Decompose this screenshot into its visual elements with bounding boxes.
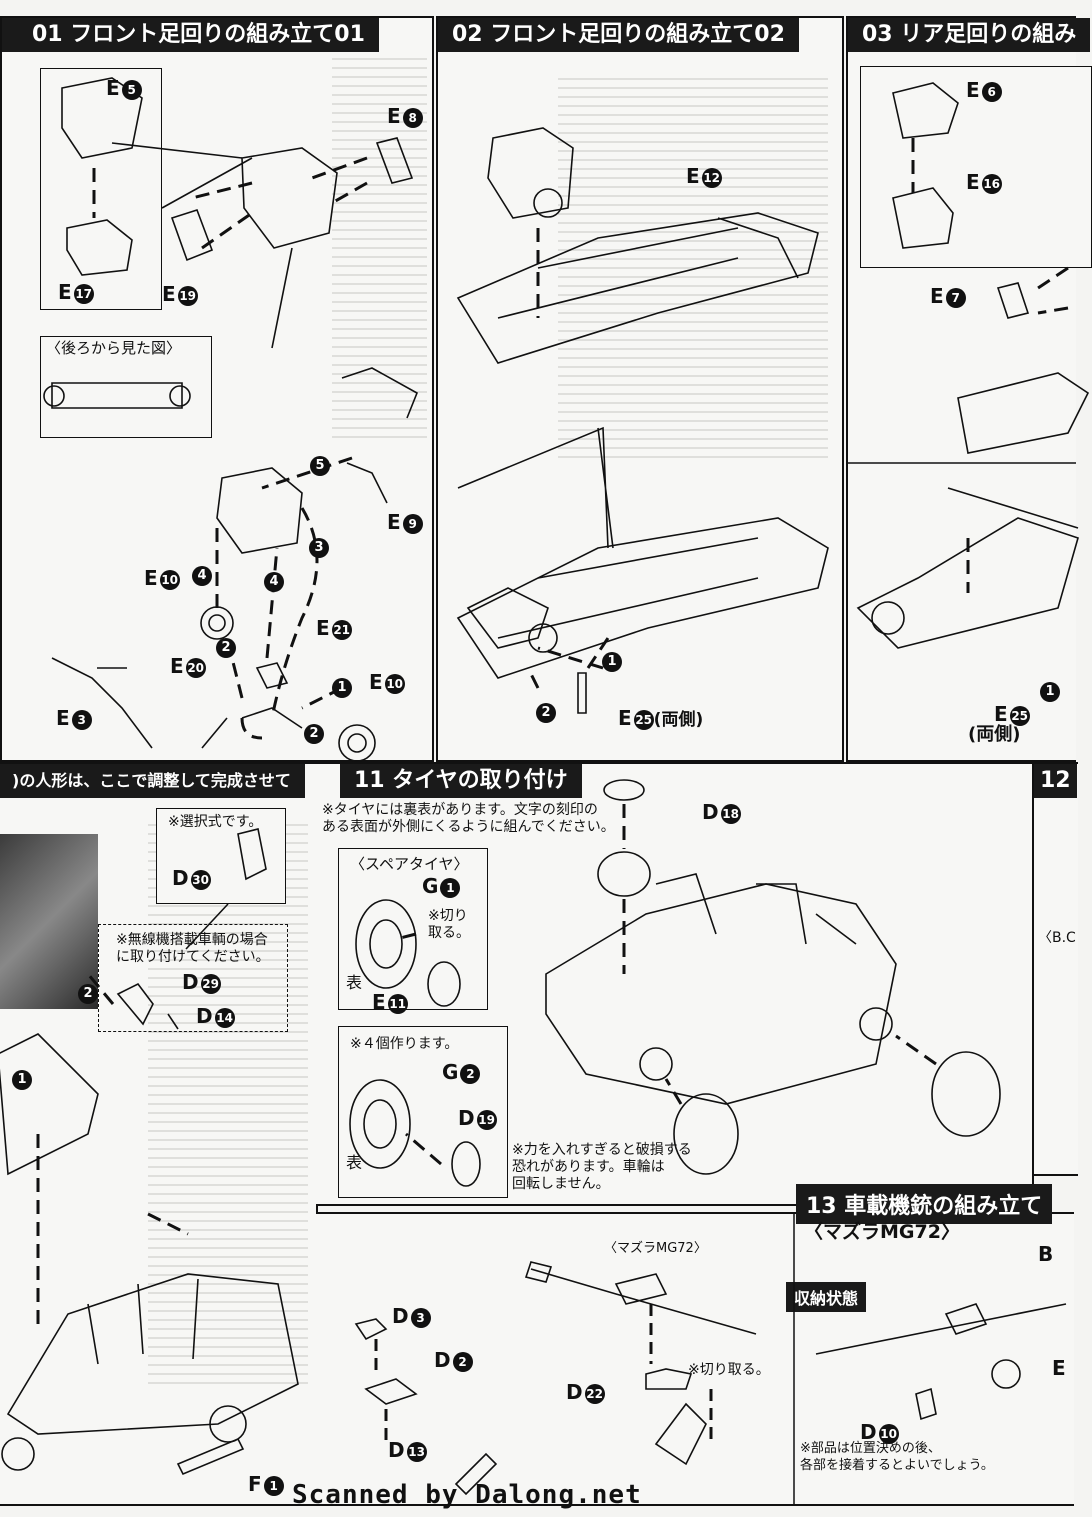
select-note: ※選択式です。 [168,814,263,830]
step-marker-2a: 2 [216,638,236,658]
tire-orientation-note: ※タイヤには裏表があります。文字の刻印の ある表面が外側にくるように組んでくださ… [322,802,615,835]
panel-step-13: 13 車載機銃の組み立て 〈マズラMG72〉 〈マズラMG72〉 収納状態 ※切… [316,1184,1074,1506]
step-marker-1c: 1 [1040,682,1060,702]
rear-view-label: 〈後ろから見た図〉 [46,339,182,357]
bc-label: 〈B.C [1038,930,1076,946]
inset-box-radio [98,924,288,1032]
inset-box-e5 [40,68,162,310]
step-marker-1b: 1 [602,652,622,672]
panel-step-12: 12 〈B.C [1032,762,1078,1176]
stored-state-tag: 収納状態 [786,1282,867,1312]
step-13-title: 13 車載機銃の組み立て [796,1184,1053,1224]
part-label-b-partial: B [1038,1242,1054,1266]
step-marker-3: 3 [309,538,329,558]
background-text [558,78,828,458]
step-marker-2d: 2 [78,984,98,1004]
figure-photo [0,834,98,1009]
mg72-sublabel: 〈マズラMG72〉 [604,1241,707,1256]
step-marker-2c: 2 [536,703,556,723]
inset-box-d30 [156,808,286,904]
step-marker-2b: 2 [304,724,324,744]
step-02-title: 02 フロント足回りの組み立て02 [438,18,799,52]
part-label-e-partial: E [1052,1356,1066,1380]
rear-both-sides-label: (両側) [968,724,1021,745]
step-marker-4b: 4 [264,572,284,592]
step-03-title: 03 リア足回りの組み [848,18,1091,52]
background-text [148,824,308,1384]
inset-box-e6 [860,66,1092,268]
radio-note: ※無線機搭載車輌の場合 に取り付けてください。 [116,932,270,965]
panel-step-11: 11 タイヤの取り付け ※タイヤには裏表があります。文字の刻印の ある表面が外側… [316,762,1034,1206]
spare-tire-label: 〈スペアタイヤ〉 [350,855,469,873]
step-13-diagram [354,1214,1067,1504]
cut-note-13: ※切り取る。 [688,1362,770,1378]
step-10-diagram [0,828,299,1476]
step-marker-5: 5 [310,456,330,476]
step-11-title: 11 タイヤの取り付け [340,764,582,798]
step-marker-1d: 1 [12,1070,32,1090]
make-four-note: ※４個作ります。 [350,1036,459,1052]
front-side-label-1: 表 [346,973,363,992]
step-02-diagram [456,127,829,714]
panel-step-10: )の人形は、ここで調整して完成させて ※選択式です。 ※無線機搭載車輌の場合 に… [0,762,318,1506]
step-12-title: 12 [1034,764,1077,798]
step-marker-1a: 1 [332,678,352,698]
step-marker-4a: 4 [192,566,212,586]
step-11-diagram [349,779,1001,1187]
glue-note: ※部品は位置決めの後、 各部を接着するとよいでしょう。 [800,1441,994,1473]
step-03-diagram [848,82,1090,649]
front-side-label-2: 表 [346,1153,363,1172]
mg72-label: 〈マズラMG72〉 [804,1221,960,1243]
scan-credit: Scanned by Dalong.net [292,1480,642,1510]
inset-box-spare-tire [338,848,488,1010]
spare-cut-note: ※切り 取る。 [428,908,470,941]
step-10-title: )の人形は、ここで調整して完成させて [0,764,305,798]
force-warning-note: ※力を入れすぎると破損する 恐れがあります。車輪は 回転しません。 [512,1142,692,1192]
step-01-title: 01 フロント足回りの組み立て01 [2,18,379,52]
